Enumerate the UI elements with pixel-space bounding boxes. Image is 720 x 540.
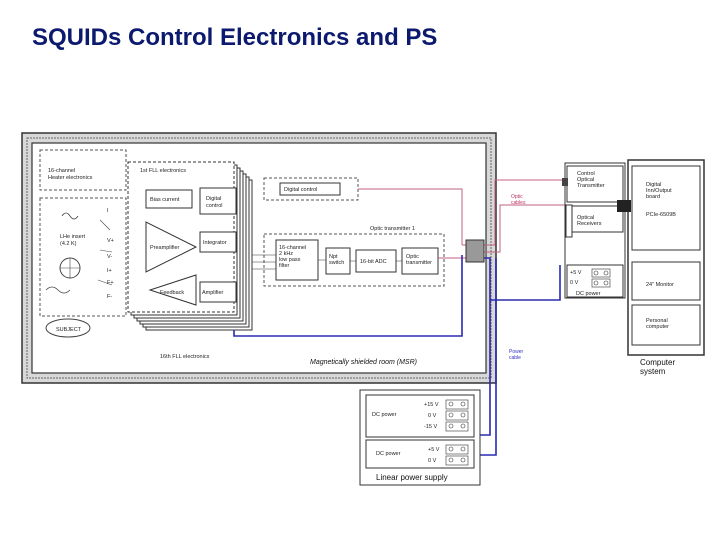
pin-label: V+ bbox=[107, 238, 114, 244]
subject-ellipse bbox=[45, 318, 91, 338]
pin-label: I+ bbox=[107, 268, 112, 274]
pin-label: F- bbox=[107, 294, 112, 300]
pc-1: Personal bbox=[646, 318, 668, 324]
computer-system-2: system bbox=[640, 367, 666, 376]
lowpass-2: 2 kHz bbox=[279, 251, 293, 257]
svg-text:LHe insert(4.2 K): LHe insert(4.2 K) bbox=[60, 234, 86, 247]
bias-current-label: Bias current bbox=[150, 197, 180, 203]
ctrl-optical-2: Optical bbox=[577, 177, 594, 183]
lowpass-1: 16-channel bbox=[279, 245, 306, 251]
switch-2: switch bbox=[329, 260, 344, 266]
dc-small-v2: 0 V bbox=[570, 280, 579, 286]
amplifier-box bbox=[199, 281, 237, 303]
lowpass-4: filter bbox=[279, 263, 290, 269]
digital-control-small-2: control bbox=[206, 203, 223, 209]
pcie-label: PCIe-6509B bbox=[646, 212, 676, 218]
lhe-label-1: LHe insert bbox=[60, 234, 86, 240]
msr-label: Magnetically shielded room (MSR) bbox=[310, 359, 417, 366]
digital-control-small-1: Digital bbox=[206, 196, 221, 202]
dio-2: Inn/Output bbox=[646, 188, 672, 194]
amplifier-label: Amplifier bbox=[202, 290, 224, 296]
optical-rx-1: Optical bbox=[577, 215, 594, 221]
ps-dc2-v0: +5 V bbox=[428, 447, 440, 453]
ps-dc1-v0: +15 V bbox=[424, 402, 439, 408]
power-cable-2: cable bbox=[509, 355, 521, 361]
optic-tx-1: Optic bbox=[406, 254, 419, 260]
integrator-box bbox=[199, 231, 237, 253]
dc-small-v1: +5 V bbox=[570, 270, 582, 276]
lhe-insert: LHe insert(4.2 K) bbox=[39, 197, 127, 317]
computer-system-1: Computer bbox=[640, 358, 675, 367]
feedback-label: Feedback bbox=[160, 290, 184, 296]
optic-cables-1: Optic bbox=[511, 194, 523, 200]
monitor-label: 24" Monitor bbox=[646, 282, 674, 288]
feedthrough bbox=[465, 239, 485, 263]
pin-labels: I V+ V- I+ F+ F- bbox=[107, 208, 114, 300]
bias-current-box bbox=[145, 189, 193, 209]
feedback-triangle bbox=[148, 274, 197, 306]
lowpass-filter-box bbox=[275, 239, 319, 281]
adc-label: 16-bit ADC bbox=[360, 259, 387, 265]
heater-label-2: Heater electronics bbox=[48, 175, 93, 181]
preamplifier-triangle bbox=[145, 221, 198, 273]
optic-transmitter-1-label: Optic transmitter 1 bbox=[370, 226, 415, 232]
fll-last-label: 16th FLL electronics bbox=[160, 354, 210, 360]
optic-cables-2: cables bbox=[511, 200, 526, 206]
page-title: SQUIDs Control Electronics and PS bbox=[32, 24, 438, 51]
digital-control-small-box bbox=[199, 187, 237, 215]
optic-transmitter-box bbox=[401, 247, 439, 275]
ps-title: Linear power supply bbox=[376, 473, 448, 482]
switch-1: Npt bbox=[329, 254, 338, 260]
ctrl-optical-3: Transmitter bbox=[577, 183, 605, 189]
ps-dc1-v2: -15 V bbox=[424, 424, 437, 430]
dio-1: Digital bbox=[646, 182, 661, 188]
dc-small-terminals bbox=[591, 268, 611, 288]
digital-control-label: Digital control bbox=[284, 187, 317, 193]
optical-rx-2: Receivers bbox=[577, 221, 602, 227]
ps-dc2-label: DC power bbox=[376, 451, 401, 457]
optic-tx-2: transmitter bbox=[406, 260, 432, 266]
linear-ps bbox=[359, 389, 481, 486]
dio-3: board bbox=[646, 194, 660, 200]
pc-2: computer bbox=[646, 324, 669, 330]
fll-first-label: 1st FLL electronics bbox=[140, 168, 186, 174]
heater-label-1: 16-channel bbox=[48, 168, 75, 174]
ps-dc1-v1: 0 V bbox=[428, 413, 437, 419]
lhe-label-2: (4.2 K) bbox=[60, 241, 77, 247]
integrator-label: Integrator bbox=[203, 240, 227, 246]
pin-label: I bbox=[107, 208, 109, 214]
pin-label: V- bbox=[107, 254, 112, 260]
power-cable-1: Power bbox=[509, 349, 524, 355]
ps-dc2-v1: 0 V bbox=[428, 458, 437, 464]
ps-dc1-label: DC power bbox=[372, 412, 397, 418]
preamplifier-label: Preamplifier bbox=[150, 245, 180, 251]
pin-label: F+ bbox=[107, 280, 114, 286]
computer-rack bbox=[562, 159, 705, 356]
ctrl-optical-1: Control bbox=[577, 171, 595, 177]
subject-label: SUBJECT bbox=[56, 327, 82, 333]
dc-small-label: DC power bbox=[576, 291, 601, 297]
lowpass-3: low pass bbox=[279, 257, 301, 263]
